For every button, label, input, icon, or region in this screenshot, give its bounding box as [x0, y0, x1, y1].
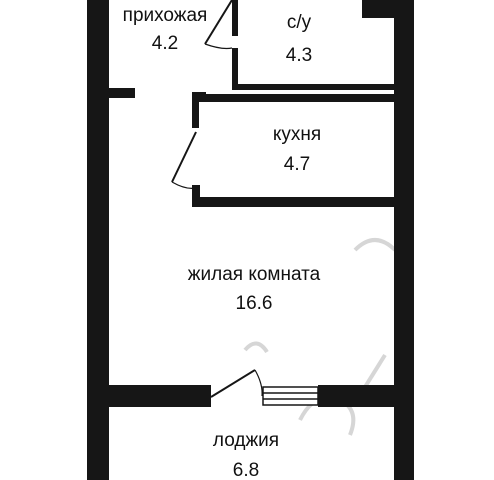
wall-bathroom-bottom — [232, 84, 396, 90]
room-area-hallway: 4.2 — [152, 33, 178, 54]
wall-right-outer — [394, 0, 414, 480]
wall-left-outer — [87, 0, 109, 480]
wall-loggia-right — [318, 385, 396, 407]
room-name-living-room: жилая комната — [188, 264, 321, 285]
room-name-hallway: прихожая — [123, 5, 208, 26]
door-bathroom — [204, 0, 233, 50]
room-area-kitchen: 4.7 — [284, 154, 310, 175]
wall-hallway-stub — [109, 88, 135, 98]
room-area-loggia: 6.8 — [233, 460, 259, 480]
room-name-kitchen: кухня — [273, 124, 321, 145]
doors — [171, 0, 263, 398]
room-name-loggia: лоджия — [213, 430, 279, 451]
wall-loggia-left — [107, 385, 211, 407]
room-area-bathroom: 4.3 — [286, 45, 312, 66]
wall-kitchen-top — [192, 94, 396, 102]
loggia-window — [262, 386, 319, 406]
room-labels: прихожая 4.2 с/у 4.3 кухня 4.7 жилая ком… — [123, 5, 322, 480]
room-area-living-room: 16.6 — [236, 293, 273, 314]
room-name-bathroom: с/у — [287, 12, 312, 33]
door-kitchen — [171, 131, 197, 189]
wall-top-right-block — [362, 0, 396, 18]
wall-kitchen-left-bottom — [192, 185, 200, 207]
wall-bathroom-left-lower — [232, 48, 238, 90]
wall-bathroom-left — [232, 0, 238, 36]
walls — [87, 0, 414, 480]
door-loggia — [210, 369, 263, 398]
wall-kitchen-bottom — [192, 197, 396, 207]
wall-kitchen-left — [192, 98, 199, 128]
